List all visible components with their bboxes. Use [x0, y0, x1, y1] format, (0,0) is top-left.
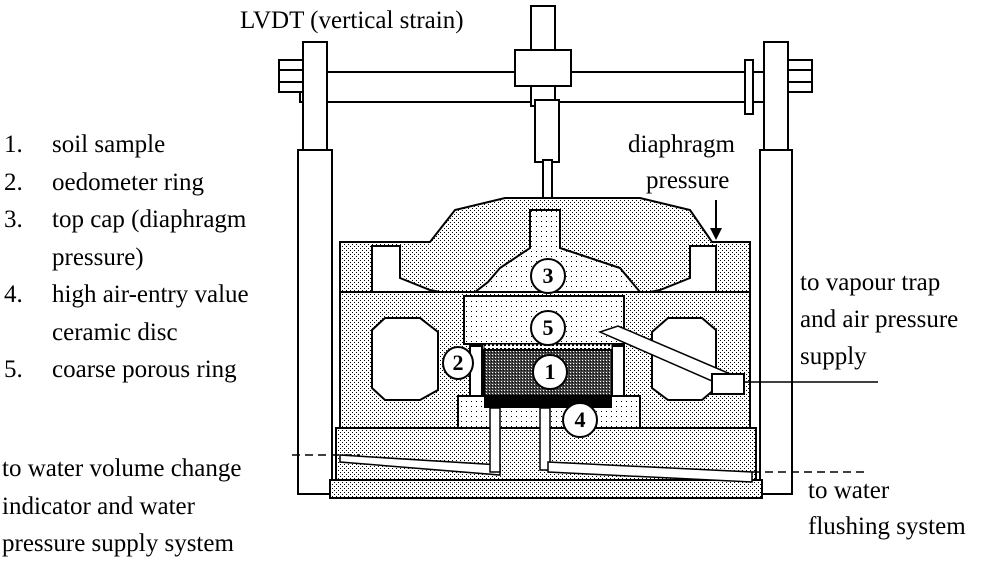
marker-1-text: 1 — [544, 359, 556, 384]
legend: 1. soil sample 2. oedometer ring 3. top cap… — [4, 126, 249, 389]
lvdt-label: LVDT (vertical strain) — [240, 7, 464, 34]
legend-item: 3. top cap (diaphragm — [4, 201, 249, 239]
vapour-label-2: and air pressure — [800, 306, 959, 333]
diaphragm-label-1: diaphragm — [628, 131, 735, 158]
legend-number: 4. — [4, 281, 23, 308]
legend-number: 2. — [4, 168, 23, 196]
legend-item: 4. high air-entry value — [4, 276, 249, 314]
marker-3: 3 — [530, 258, 566, 294]
legend-continuation: pressure) — [52, 243, 144, 271]
lvdt-rod — [514, 5, 572, 211]
marker-4: 4 — [562, 402, 598, 438]
marker-4-text: 4 — [574, 407, 586, 432]
marker-3-text: 3 — [542, 263, 554, 288]
legend-continuation: ceramic disc — [52, 318, 178, 346]
legend-text: coarse porous ring — [52, 356, 237, 383]
vapour-label-1: to vapour trap — [800, 269, 941, 296]
legend-text: top cap (diaphragm — [52, 206, 247, 233]
legend-number: 5. — [4, 356, 23, 383]
water-volume-label-3: pressure supply system — [2, 530, 234, 557]
vapour-label-3: supply — [800, 343, 867, 370]
load-frame — [278, 41, 813, 495]
legend-item: 5. coarse porous ring — [4, 351, 249, 389]
diaphragm-label-2: pressure — [646, 167, 730, 194]
legend-text: soil sample — [52, 131, 166, 158]
legend-text: high air-entry value — [52, 281, 249, 308]
marker-2: 2 — [442, 346, 474, 380]
legend-item: 2. oedometer ring — [4, 164, 249, 202]
marker-5-text: 5 — [542, 315, 554, 340]
water-volume-label-2: indicator and water — [2, 493, 195, 520]
legend-text: oedometer ring — [52, 168, 205, 196]
flushing-label-2: flushing system — [808, 513, 966, 540]
marker-5: 5 — [530, 310, 566, 346]
marker-2-text: 2 — [452, 350, 464, 375]
marker-1: 1 — [532, 354, 568, 390]
legend-number: 1. — [4, 131, 23, 158]
water-volume-label-1: to water volume change — [2, 450, 242, 487]
flushing-label-1: to water — [808, 477, 890, 504]
legend-item: 1. soil sample — [4, 126, 249, 164]
legend-number: 3. — [4, 206, 23, 233]
